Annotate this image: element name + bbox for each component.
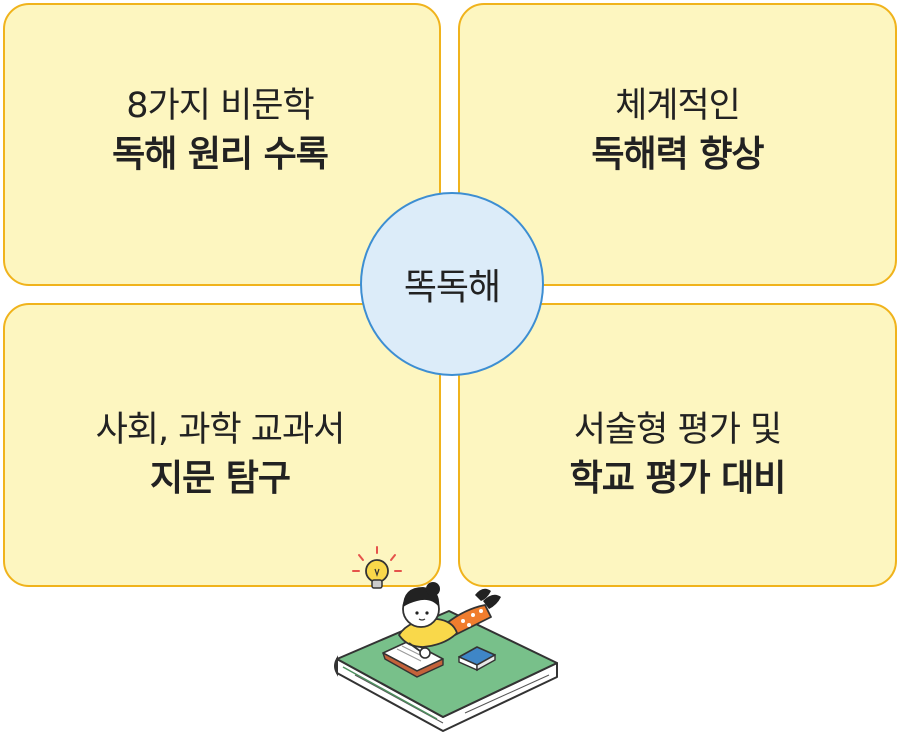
child-reading-on-book-icon <box>334 546 558 732</box>
feature-card-line1: 사회, 과학 교과서 <box>95 410 346 450</box>
center-label: 똑독해 <box>403 267 501 308</box>
feature-card-line2: 독해 원리 수록 <box>112 133 329 175</box>
feature-card-text: 서술형 평가 및 학교 평가 대비 <box>569 406 787 504</box>
feature-card-line1: 8가지 비문학 <box>126 85 314 126</box>
feature-card-line2: 독해력 향상 <box>591 133 764 175</box>
feature-card-text: 사회, 과학 교과서 지문 탐구 <box>95 406 346 504</box>
center-circle: 똑독해 <box>360 192 544 376</box>
feature-card-text: 체계적인 독해력 향상 <box>591 82 764 180</box>
feature-card-line2: 학교 평가 대비 <box>569 458 787 499</box>
feature-card-line1: 체계적인 <box>615 85 741 126</box>
lightbulb-icon <box>352 546 402 589</box>
feature-card-bottom-left: 사회, 과학 교과서 지문 탐구 <box>3 303 441 587</box>
feature-card-top-left: 8가지 비문학 독해 원리 수록 <box>3 3 441 286</box>
feature-card-line2: 지문 탐구 <box>149 458 291 499</box>
feature-card-text: 8가지 비문학 독해 원리 수록 <box>112 82 329 180</box>
feature-card-line1: 서술형 평가 및 <box>573 410 782 450</box>
feature-card-bottom-right: 서술형 평가 및 학교 평가 대비 <box>458 303 897 587</box>
